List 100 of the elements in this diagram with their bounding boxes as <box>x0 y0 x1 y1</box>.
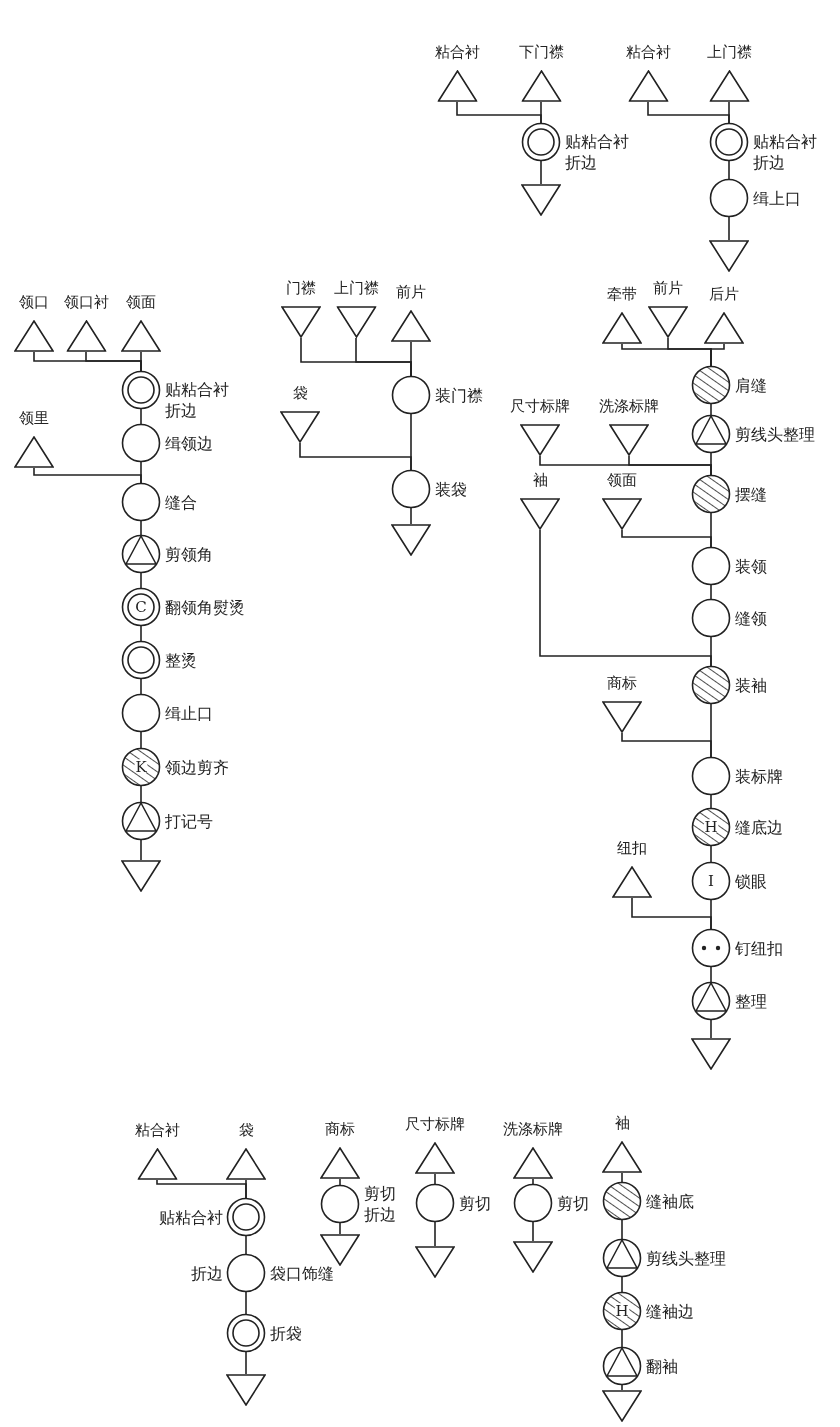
operation-label: 缉领边 <box>165 432 213 454</box>
flow-line <box>710 584 712 600</box>
part-label: 粘合衬 <box>625 42 671 62</box>
part-label: 袋 <box>292 383 308 403</box>
operation-label: 剪切 <box>557 1192 589 1214</box>
flow-line <box>540 101 542 124</box>
flow-line <box>410 341 412 377</box>
part-label: 领里 <box>19 408 49 428</box>
flow-line <box>245 1235 247 1255</box>
flow-line <box>710 343 725 367</box>
operation-label: 剪线头整理 <box>646 1247 726 1269</box>
flow-line <box>339 1178 341 1186</box>
part-label: 领面 <box>126 292 156 312</box>
flow-line <box>434 1221 436 1247</box>
flow-line <box>621 1219 623 1240</box>
flow-line <box>532 1178 534 1185</box>
flow-line <box>621 529 712 548</box>
operation-label: 缝合 <box>165 491 197 513</box>
flow-line <box>434 1173 436 1185</box>
operation-label: 剪切 <box>459 1192 491 1214</box>
operation-label: 装袖 <box>735 674 767 696</box>
flow-line <box>140 625 142 642</box>
flow-line <box>532 1221 534 1242</box>
operation-label: 缝袖底 <box>646 1190 694 1212</box>
part-label: 前片 <box>396 282 426 302</box>
operation-label: 袋口饰缝 <box>270 1262 334 1284</box>
operation-label: 剪线头整理 <box>735 423 815 445</box>
flow-line <box>33 467 142 484</box>
flow-line <box>140 839 142 861</box>
flow-line <box>710 403 712 416</box>
operation-label: 装袋 <box>435 478 467 500</box>
part-label: 上门襟 <box>333 278 379 298</box>
part-label: 门襟 <box>286 278 316 298</box>
operation-label: 锁眼 <box>735 870 767 892</box>
operation-label: 缝底边 <box>735 816 783 838</box>
part-label: 后片 <box>709 284 739 304</box>
part-label: 袖 <box>614 1113 630 1133</box>
part-label: 上门襟 <box>706 42 752 62</box>
symbol-letter: C <box>134 599 148 615</box>
flow-line <box>621 1329 623 1348</box>
operation-label: 装领 <box>735 555 767 577</box>
part-label: 牵带 <box>607 284 637 304</box>
flow-line <box>728 101 730 124</box>
operation-label: 整理 <box>735 990 767 1012</box>
flow-line <box>245 1291 247 1315</box>
operation-label: 肩缝 <box>735 374 767 396</box>
part-label: 粘合衬 <box>434 42 480 62</box>
part-label: 洗涤标牌 <box>503 1119 563 1139</box>
operation-label: 装标牌 <box>735 765 783 787</box>
operation-label: 折袋 <box>270 1322 302 1344</box>
part-label: 尺寸标牌 <box>510 396 570 416</box>
flow-line <box>621 1172 623 1183</box>
flow-line <box>621 732 712 758</box>
flow-line <box>339 1222 341 1235</box>
operation-label: 装门襟 <box>435 384 483 406</box>
flow-line <box>140 572 142 589</box>
operation-label: 钉纽扣 <box>735 937 783 959</box>
operation-label: 剪领角 <box>165 543 213 565</box>
operation-label: 打记号 <box>165 810 213 832</box>
operation-label: 贴粘合衬折边 <box>753 131 818 173</box>
operation-label: 领边剪齐 <box>165 756 229 778</box>
operation-label: 缝领 <box>735 607 767 629</box>
flow-line <box>621 1276 623 1293</box>
flow-line <box>728 160 730 180</box>
operation-label: 贴粘合衬折边 <box>165 379 230 421</box>
part-label: 领口 <box>19 292 49 312</box>
flow-line <box>245 1179 247 1199</box>
flow-line <box>140 520 142 536</box>
part-label: 纽扣 <box>617 838 647 858</box>
operation-label: 摆缝 <box>735 483 767 505</box>
flow-line <box>728 216 730 241</box>
symbol-letter: I <box>707 873 715 889</box>
flow-line <box>628 455 712 476</box>
operation-label: 折边 <box>191 1262 223 1284</box>
part-label: 袖 <box>532 470 548 490</box>
flow-line <box>710 1019 712 1039</box>
operation-label: 剪切折边 <box>364 1183 397 1225</box>
part-label: 商标 <box>607 673 637 693</box>
part-label: 领口衬 <box>63 292 109 312</box>
flow-line <box>621 1384 623 1391</box>
operation-label: 缝袖边 <box>646 1300 694 1322</box>
part-label: 粘合衬 <box>134 1120 180 1140</box>
operation-label: 贴粘合衬折边 <box>565 131 630 173</box>
flow-line <box>140 408 142 425</box>
flow-line <box>140 351 142 372</box>
flow-line <box>140 785 142 803</box>
operation-label: 整烫 <box>165 649 197 671</box>
operation-label: 缉上口 <box>753 187 801 209</box>
part-label: 洗涤标牌 <box>599 396 659 416</box>
part-label: 商标 <box>325 1119 355 1139</box>
flow-line <box>539 529 712 667</box>
operation-label: 缉止口 <box>165 702 213 724</box>
flow-line <box>710 794 712 809</box>
part-label: 前片 <box>653 278 683 298</box>
part-label: 袋 <box>238 1120 254 1140</box>
flow-line <box>245 1351 247 1375</box>
flow-line <box>631 897 712 930</box>
part-label: 尺寸标牌 <box>405 1114 465 1134</box>
operation-label: 翻袖 <box>646 1355 678 1377</box>
flow-line <box>540 160 542 185</box>
